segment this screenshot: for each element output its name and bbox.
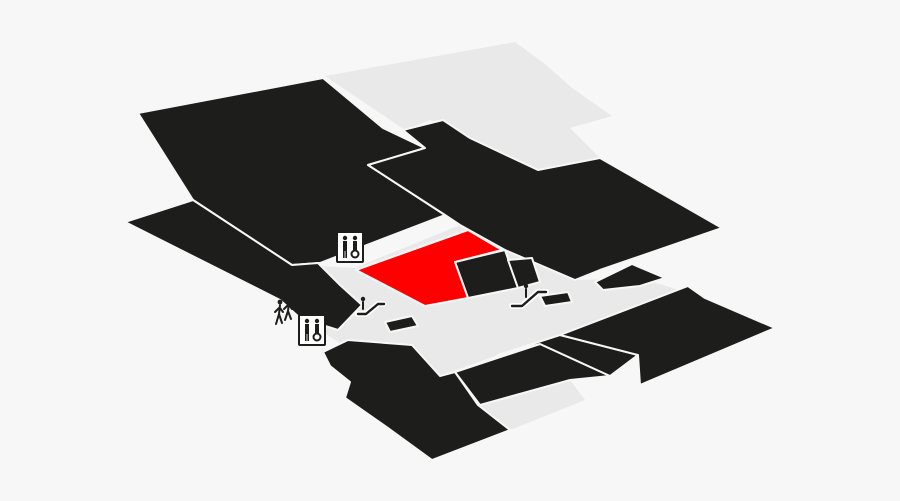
elevator-icon bbox=[336, 223, 364, 263]
corridor-top bbox=[325, 42, 612, 170]
shop-unit-left bbox=[124, 199, 363, 331]
corridor-lower bbox=[478, 380, 585, 430]
highlighted-shop[interactable] bbox=[355, 229, 503, 307]
escalator-icon bbox=[355, 296, 387, 317]
walking-people-icon bbox=[274, 296, 293, 325]
shop-unit-block-b bbox=[507, 257, 541, 289]
shop-unit-bottom-right-b bbox=[559, 285, 776, 386]
shop-unit-bottom-right-a bbox=[497, 334, 639, 377]
escalator-icon-right bbox=[509, 283, 549, 309]
shop-unit-small-b bbox=[539, 291, 573, 307]
shop-unit-bottom-left bbox=[322, 339, 511, 461]
shop-unit-right-strip bbox=[594, 263, 666, 291]
shop-units bbox=[124, 77, 776, 461]
elevator-icon-lower bbox=[298, 306, 326, 346]
shop-unit-small-a bbox=[384, 315, 419, 333]
